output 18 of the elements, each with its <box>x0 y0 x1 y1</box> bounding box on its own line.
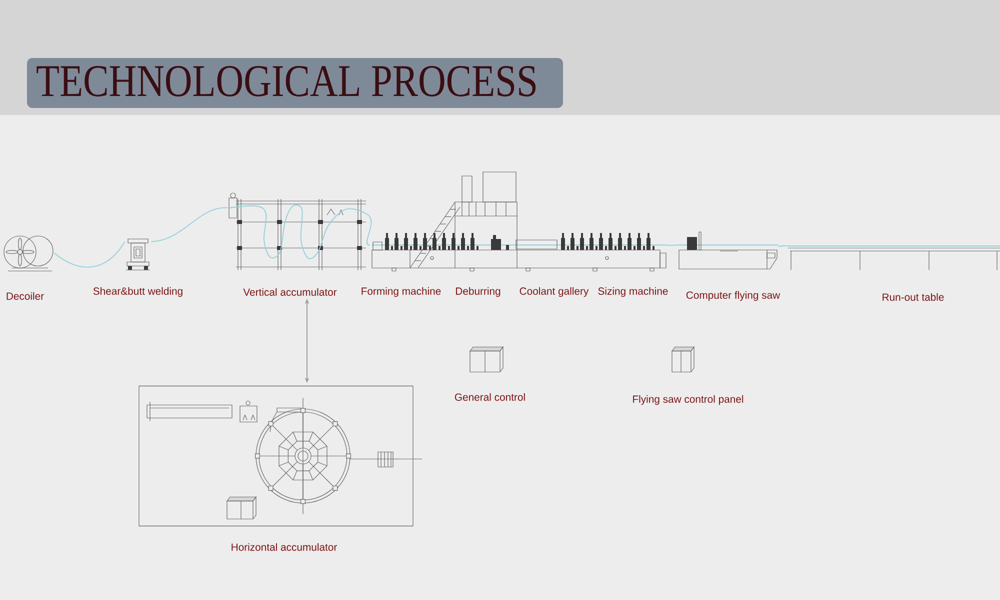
part-label: Decoiler <box>6 292 44 300</box>
part-label: Forming machine <box>362 287 441 297</box>
strip-line <box>54 241 126 268</box>
strip-line <box>366 213 372 246</box>
part-label: Flying saw control panel <box>633 395 744 405</box>
part-label: General control <box>454 393 525 401</box>
part-label: Vertical accumulator <box>243 288 337 296</box>
title-banner: TECHNOLOGICAL PROCESS <box>27 58 563 108</box>
part-label: Coolant gallery <box>520 287 589 297</box>
part-label: Run-out table <box>882 293 944 301</box>
part-label: Shear&butt welding <box>93 287 182 297</box>
strip-line <box>150 207 228 242</box>
part-label: Deburring <box>456 287 500 297</box>
part-label: Horizontal accumulator <box>232 543 337 551</box>
strip-line <box>666 244 678 246</box>
part-label: Computer flying saw <box>686 291 780 301</box>
part-label: Sizing machine <box>598 287 668 297</box>
strip-line <box>778 245 786 247</box>
